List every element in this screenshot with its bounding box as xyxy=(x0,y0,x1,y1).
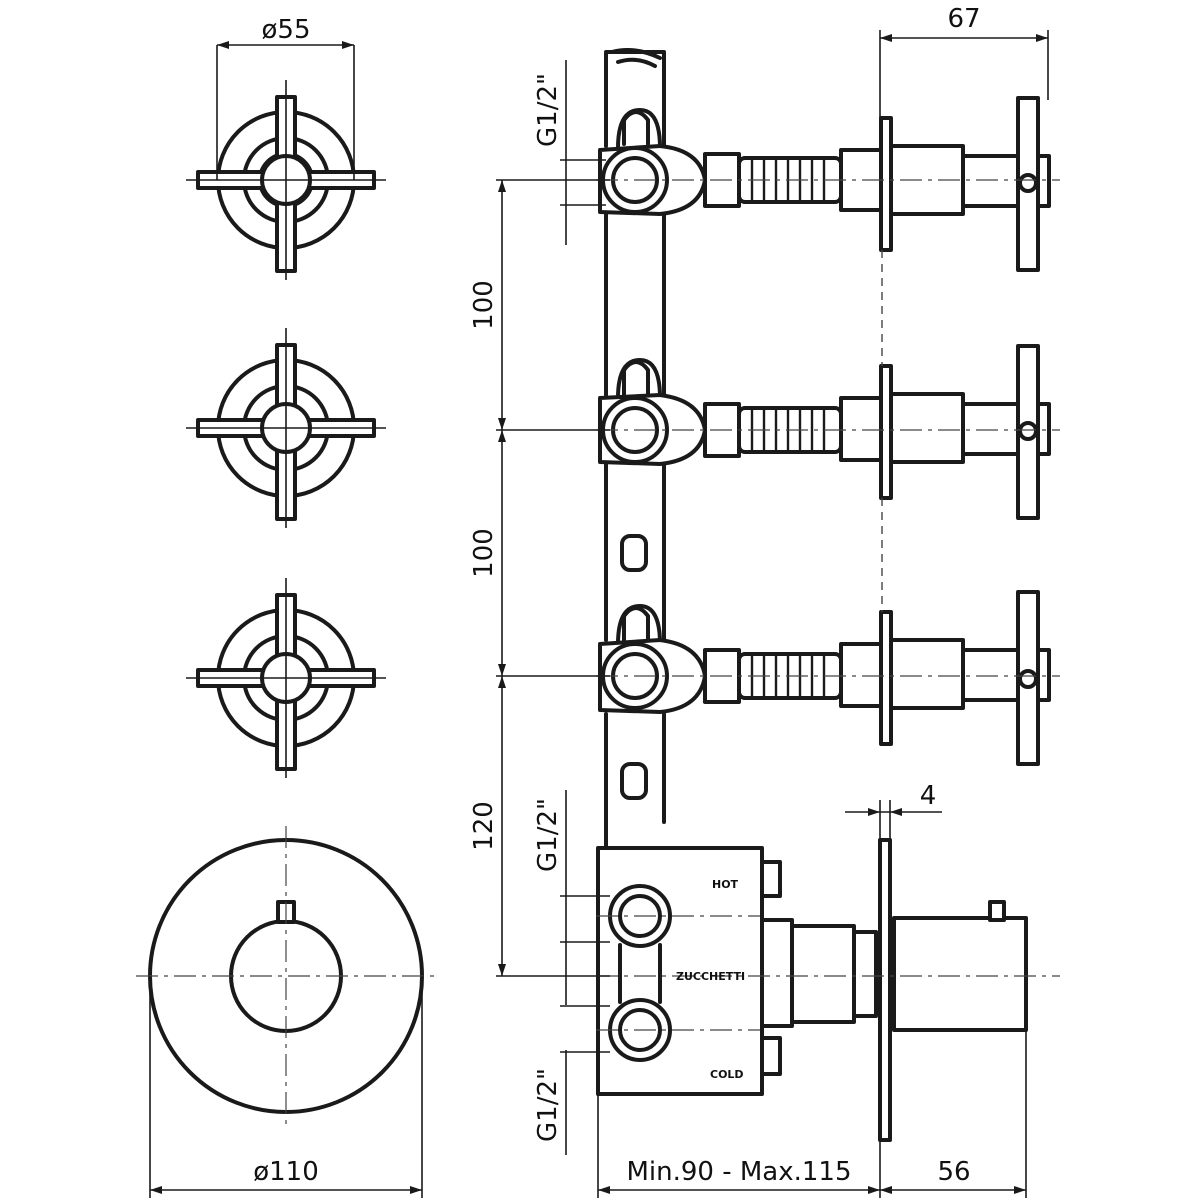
label-thread-top: G1/2" xyxy=(533,73,563,147)
label-plate-thickness: 4 xyxy=(920,781,937,811)
cross-handle-front-2 xyxy=(186,328,386,528)
label-plate-diameter: ø110 xyxy=(253,1157,319,1187)
thermostat-plate-front xyxy=(136,826,436,1126)
label-thread-outlet: G1/2" xyxy=(533,1068,563,1142)
label-brand: ZUCCHETTI xyxy=(676,970,745,983)
label-hot: HOT xyxy=(712,878,739,891)
dim-plate-diameter: ø110 xyxy=(149,976,423,1198)
ribbed-stems xyxy=(750,158,826,698)
dim-plate-thickness: 4 xyxy=(845,781,942,840)
manifold-bar xyxy=(604,48,666,850)
thread-callouts: G1/2" G1/2" G1/2" xyxy=(533,60,610,1155)
label-handle-depth: 67 xyxy=(947,4,980,34)
label-protrusion: 56 xyxy=(937,1157,970,1187)
dim-vertical-spacing: 100 100 120 xyxy=(469,179,610,977)
dim-handle-diameter: ø55 xyxy=(216,15,355,180)
label-spacing-2: 100 xyxy=(469,528,499,578)
label-spacing-1: 100 xyxy=(469,280,499,330)
label-install-depth: Min.90 - Max.115 xyxy=(626,1157,851,1187)
thermostat-body-side: HOT ZUCCHETTI COLD xyxy=(596,838,1060,1142)
label-cold: COLD xyxy=(710,1068,744,1081)
valve-assembly-2 xyxy=(598,344,1051,520)
dim-install-depth: Min.90 - Max.115 56 xyxy=(597,1030,1027,1198)
cross-handle-front-1 xyxy=(186,80,386,280)
cross-handle-front-3 xyxy=(186,578,386,778)
label-spacing-3: 120 xyxy=(469,801,499,851)
label-handle-diameter: ø55 xyxy=(262,15,311,45)
label-thread-inlet: G1/2" xyxy=(533,798,563,872)
valve-axes xyxy=(596,179,1060,677)
dim-handle-depth: 67 xyxy=(879,4,1049,120)
